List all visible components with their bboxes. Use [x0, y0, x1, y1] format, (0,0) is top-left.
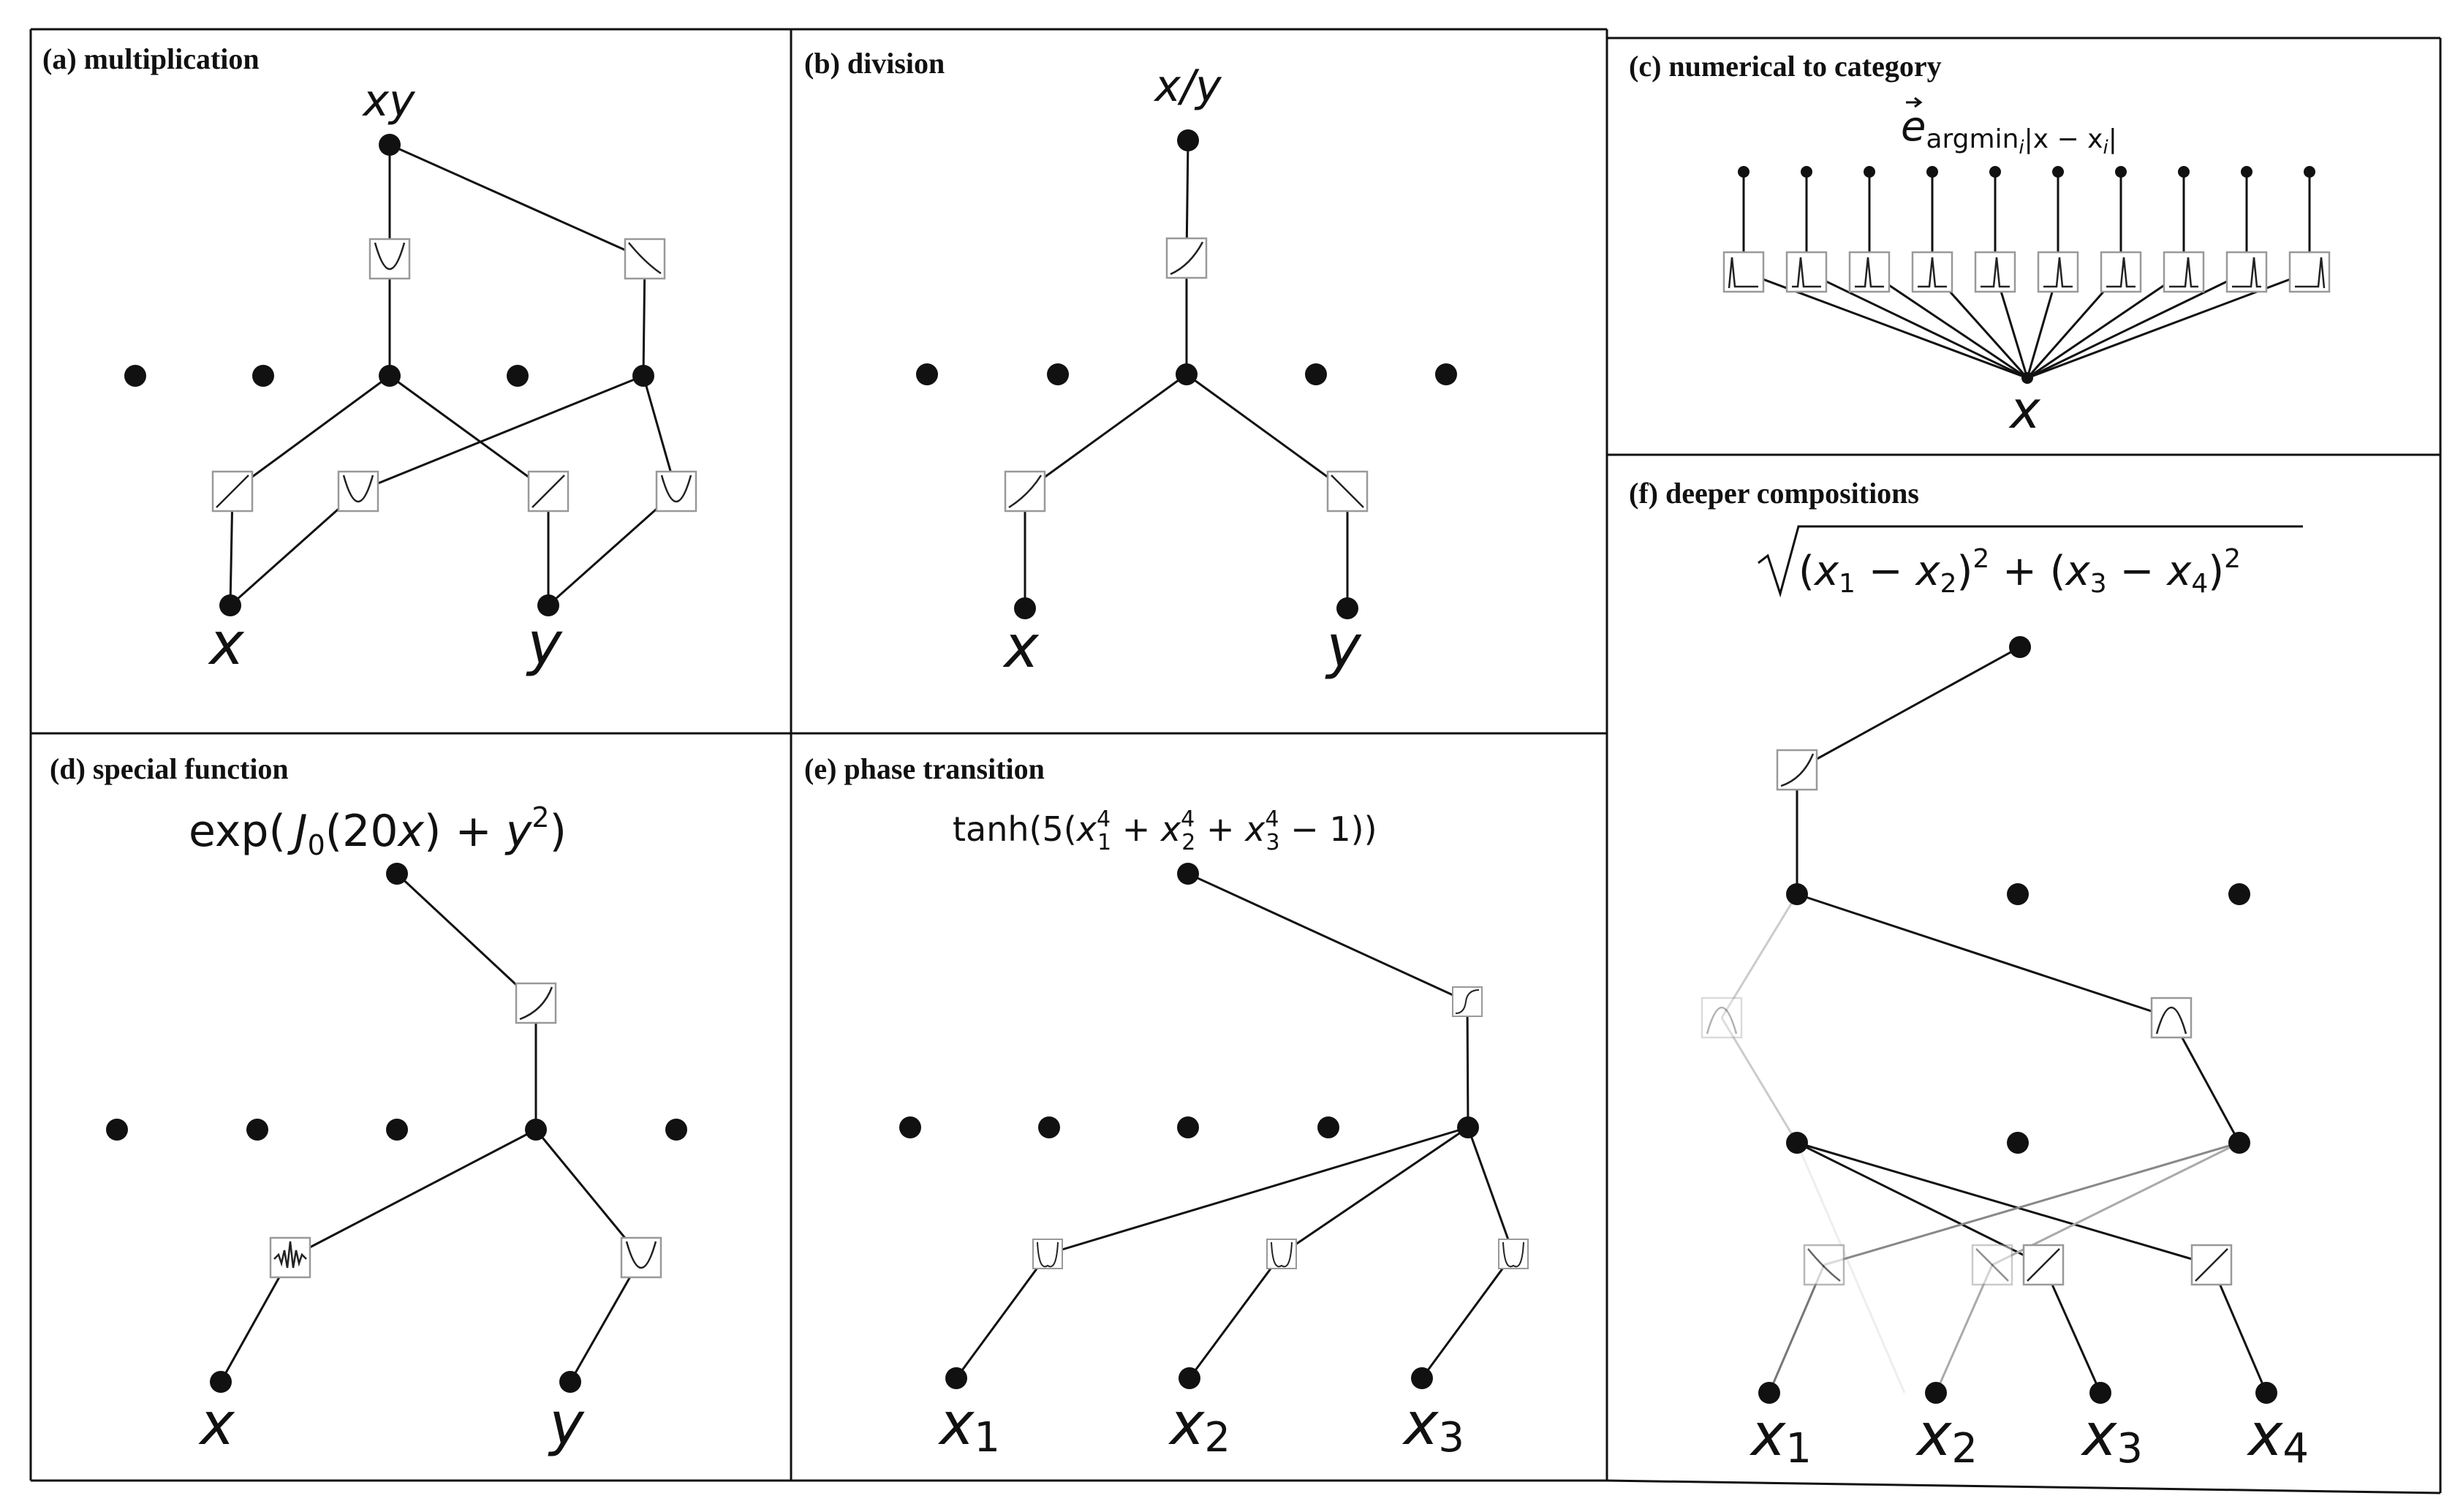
panel-c-nodes: [1738, 166, 2315, 384]
panel-f: (f) deeper compositions (x1 − x2)2 + (x3…: [1629, 477, 2309, 1473]
panel-b-title: (b) division: [804, 47, 945, 80]
panel-a: (a) multiplication xy: [42, 42, 697, 678]
panel-f-edges: [1720, 646, 2268, 1394]
panel-c: (c) numerical to category eargmini|x − x…: [1629, 50, 2331, 440]
panel-e-edges: [955, 872, 1515, 1379]
panel-f-activation-boxes: [1701, 749, 2233, 1286]
panel-f-input-x3: x3: [2080, 1401, 2143, 1473]
panel-b: (b) division x/y x y: [804, 47, 1457, 681]
panel-c-vector-arrow: [1906, 97, 1923, 108]
panel-d-input-x: x: [197, 1390, 235, 1458]
panel-a-edges: [229, 143, 678, 607]
panel-d: (d) special function exp(J0(20x) + y2) x…: [50, 752, 687, 1458]
panel-a-activation-boxes: [211, 238, 697, 513]
panel-a-output-label: xy: [361, 75, 416, 126]
panel-a-input-x: x: [207, 610, 245, 678]
panel-c-input-x: x: [2008, 380, 2040, 440]
panel-f-nodes: [1758, 636, 2277, 1404]
panel-d-input-y: y: [548, 1390, 585, 1458]
panel-e-input-x2: x2: [1168, 1390, 1230, 1462]
panel-a-title: (a) multiplication: [42, 42, 260, 75]
panel-c-output-label: eargmini|x − xi|: [1901, 103, 2117, 159]
panel-c-title: (c) numerical to category: [1629, 50, 1942, 83]
panel-f-input-x1: x1: [1749, 1401, 1812, 1473]
panel-b-nodes: [916, 129, 1457, 619]
panel-f-formula: (x1 − x2)2 + (x3 − x4)2: [1798, 544, 2241, 599]
panel-d-activation-boxes: [269, 982, 662, 1279]
panel-e-activation-boxes: [1032, 986, 1529, 1269]
panel-c-activation-boxes: [1722, 251, 2331, 293]
panel-f-input-x2: x2: [1915, 1401, 1978, 1473]
panel-c-edges: [1742, 172, 2311, 379]
panel-e-input-x1: x1: [937, 1390, 1000, 1462]
panel-e-title: (e) phase transition: [804, 752, 1045, 785]
panel-b-input-x: x: [1002, 613, 1040, 681]
panel-b-input-y: y: [1325, 613, 1362, 681]
panel-e-nodes: [899, 863, 1479, 1389]
panel-f-input-x4: x4: [2246, 1401, 2309, 1473]
panel-b-output-label: x/y: [1153, 61, 1222, 112]
panel-d-formula: exp(J0(20x) + y2): [189, 801, 567, 861]
panel-b-activation-boxes: [1004, 237, 1369, 513]
panel-f-title: (f) deeper compositions: [1629, 477, 1919, 510]
panel-a-input-y: y: [526, 610, 563, 678]
panel-d-edges: [219, 872, 643, 1383]
panel-a-nodes: [124, 134, 654, 616]
panel-f-radical-sign: [1758, 525, 2303, 598]
panel-d-title: (d) special function: [50, 752, 289, 785]
panel-borders: [29, 28, 2442, 1494]
panel-e-input-x3: x3: [1401, 1390, 1464, 1462]
panel-d-nodes: [106, 863, 687, 1393]
